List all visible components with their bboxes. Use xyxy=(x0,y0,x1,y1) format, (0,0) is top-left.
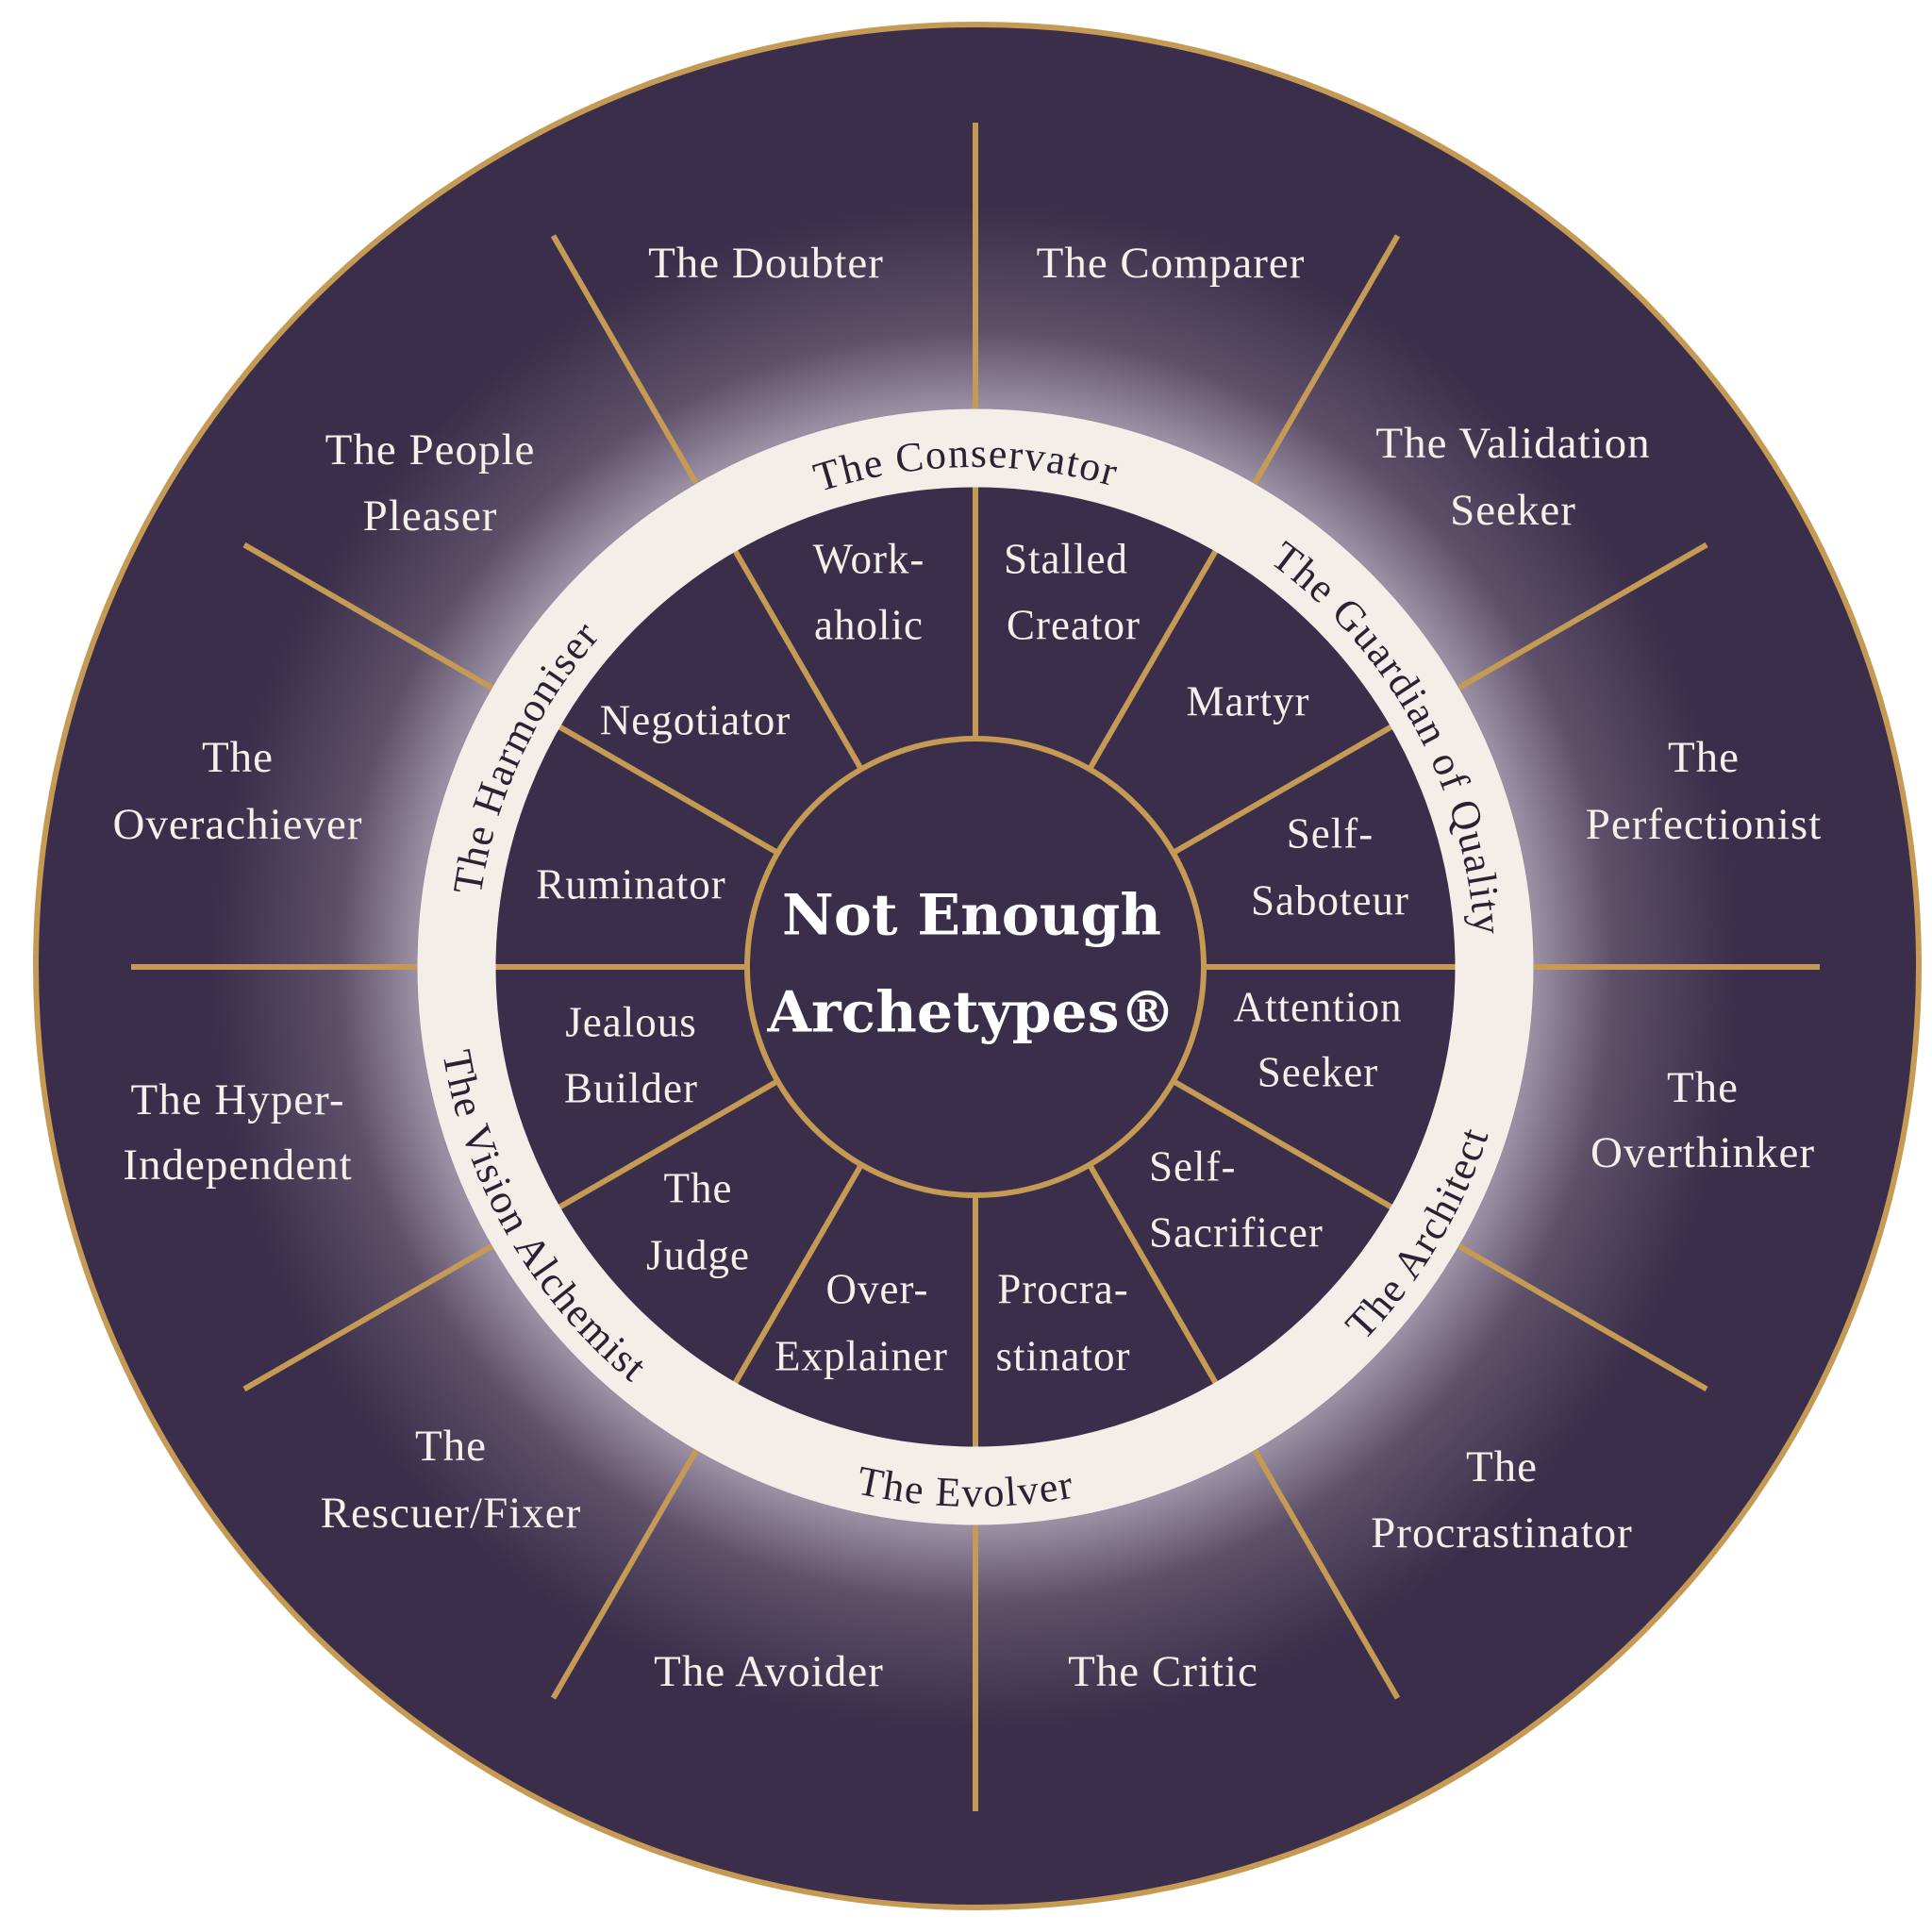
outer-label-rescuer-2: Rescuer/Fixer xyxy=(321,1489,582,1538)
inner-label-attention-2: Seeker xyxy=(1257,1048,1378,1095)
outer-label-perfectionist-1: The xyxy=(1668,733,1740,782)
inner-label-judge-2: Judge xyxy=(646,1231,750,1278)
inner-spoke xyxy=(1087,1163,1219,1385)
outer-label-hyper-2: Independent xyxy=(123,1141,352,1190)
inner-label-procrastinator-2: stinator xyxy=(996,1332,1131,1379)
cream-ring xyxy=(417,408,1534,1525)
outer-label-procrastinator-1: The xyxy=(1466,1442,1538,1491)
center-circle xyxy=(744,736,1207,1198)
outer-spoke xyxy=(1252,234,1401,485)
outer-label-avoider: The Avoider xyxy=(654,1647,884,1696)
inner-label-attention-1: Attention xyxy=(1234,983,1403,1030)
outer-spoke xyxy=(1252,1449,1401,1700)
inner-label-negotiator: Negotiator xyxy=(600,696,791,743)
outer-label-overachiever-1: The xyxy=(202,733,274,782)
inner-label-explainer-1: Over- xyxy=(825,1265,928,1312)
outer-label-hyper-1: The Hyper- xyxy=(131,1075,345,1124)
inner-spoke xyxy=(558,1078,779,1210)
outer-label-overachiever-2: Overachiever xyxy=(112,800,362,849)
inner-spoke xyxy=(732,549,864,771)
outer-label-comparer: The Comparer xyxy=(1037,239,1306,288)
inner-label-procrastinator-1: Procra- xyxy=(997,1265,1128,1312)
outer-label-procrastinator-2: Procrastinator xyxy=(1371,1508,1633,1557)
inner-label-stalled-1: Stalled xyxy=(1004,535,1128,582)
title-line-2: Archetypes® xyxy=(767,980,1176,1046)
outer-label-critic: The Critic xyxy=(1068,1647,1258,1696)
inner-label-ruminator: Ruminator xyxy=(536,860,725,908)
outer-label-overthinker-2: Overthinker xyxy=(1591,1128,1815,1177)
inner-label-explainer-2: Explainer xyxy=(774,1332,948,1379)
outer-label-rescuer-1: The xyxy=(415,1422,487,1471)
inner-label-stalled-2: Creator xyxy=(1007,601,1141,648)
outer-label-perfectionist-2: Perfectionist xyxy=(1586,800,1823,849)
outer-spoke xyxy=(550,234,699,485)
inner-label-workaholic-2: aholic xyxy=(814,601,924,648)
outer-label-pleaser-1: The People xyxy=(325,425,536,475)
outer-label-pleaser-2: Pleaser xyxy=(363,491,498,541)
inner-label-saboteur-2: Saboteur xyxy=(1251,876,1409,924)
outer-spoke xyxy=(242,1243,493,1392)
outer-spoke xyxy=(1457,541,1708,691)
inner-spoke xyxy=(1172,724,1393,856)
inner-label-sacrificer-1: Self- xyxy=(1149,1142,1236,1190)
inner-label-martyr: Martyr xyxy=(1187,677,1310,724)
inner-spoke xyxy=(558,724,779,856)
inner-label-judge-1: The xyxy=(664,1164,733,1211)
outer-label-validation-1: The Validation xyxy=(1375,419,1650,468)
outer-spoke xyxy=(550,1449,699,1700)
outer-spoke xyxy=(1457,1243,1708,1392)
inner-label-workaholic-1: Work- xyxy=(813,535,925,582)
inner-spoke xyxy=(1172,1078,1393,1210)
title-line-1: Not Enough xyxy=(782,883,1161,949)
outer-spoke xyxy=(242,541,493,691)
inner-label-sacrificer-2: Sacrificer xyxy=(1149,1208,1324,1256)
inner-spoke xyxy=(732,1163,864,1385)
inner-spoke xyxy=(1087,549,1219,771)
inner-label-saboteur-1: Self- xyxy=(1287,809,1374,857)
spokes xyxy=(131,123,1820,1811)
inner-label-jealous-1: Jealous xyxy=(565,998,696,1045)
outer-label-validation-2: Seeker xyxy=(1450,486,1576,535)
inner-label-jealous-2: Builder xyxy=(564,1064,698,1111)
outer-label-overthinker-1: The xyxy=(1667,1063,1739,1112)
outer-label-doubter: The Doubter xyxy=(648,239,884,288)
